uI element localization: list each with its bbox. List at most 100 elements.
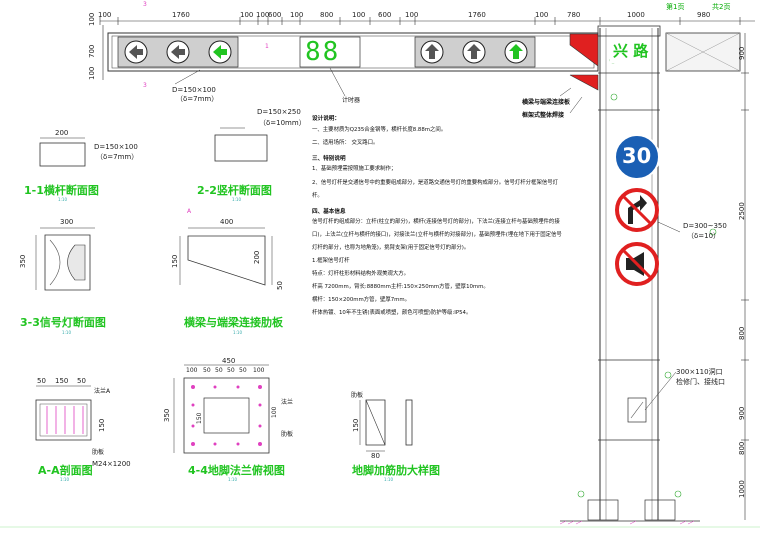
sec44-dim-3: 50 [227, 367, 235, 374]
right-dim-4: 800 [738, 441, 746, 455]
top-dim-12: 780 [567, 11, 581, 19]
road-name-sign: 兴 路 [610, 38, 652, 63]
notes-line-9: 灯杆的部分，也称为地角笼)，挑臂支架(用于固定信号灯的部分)。 [312, 245, 470, 251]
secAA-bolt: M24×1200 [92, 460, 131, 468]
notes-line-2: 三、特别说明 [312, 156, 346, 162]
rib-marker: A [187, 208, 192, 215]
sec44-dim-2: 50 [215, 367, 223, 374]
sec33-height: 350 [19, 254, 27, 268]
right-dim-0: 900 [738, 46, 746, 60]
notes-line-12: 杆高 7200mm，臂长:8880mm主杆:150×250mm方管，壁厚10mm… [312, 284, 489, 290]
right-dim-1: 2500 [738, 202, 746, 220]
sheet-total: 共2页 [712, 3, 731, 11]
top-dim-8: 600 [378, 11, 392, 19]
pole-dim-thick: （δ=10） [687, 232, 721, 240]
sec44-dim-0: 100 [186, 367, 198, 374]
sec22-thick: （δ=10mm） [259, 119, 306, 127]
sec33-scale: 1:10 [62, 330, 71, 335]
left-dim-0: 100 [88, 12, 96, 26]
sec44-dim-4: 50 [239, 367, 247, 374]
sec11-title: 1-1横杆断面图 [24, 184, 99, 197]
section-marker-3-top: 3 [143, 1, 147, 8]
top-dim-4: 600 [268, 11, 282, 19]
sec33-width: 300 [60, 218, 74, 226]
rib-scale: 1:10 [233, 330, 242, 335]
notes-line-0: 一、主要材质为Q235合金钢等，横杆长度8.88m之间。 [312, 127, 447, 133]
sec44-height-3: 100 [271, 406, 278, 418]
right-signal-lamps [420, 40, 528, 64]
pole-dim: D=300~350 [683, 222, 727, 230]
rib-height-3: 50 [276, 281, 284, 290]
secAA-flange: 法兰A [94, 388, 111, 395]
anchor-height: 150 [352, 418, 360, 432]
handhole-desc: 检修门、接线口 [676, 378, 725, 386]
handhole-dim: 300×110洞口 [676, 368, 723, 376]
sec11-scale: 1:10 [58, 197, 67, 202]
top-dim-3: 100 [256, 11, 270, 19]
top-dim-14: 980 [697, 11, 711, 19]
top-dim-0: 100 [98, 11, 112, 19]
anchor-label: 肋板 [351, 392, 364, 399]
arm-pipe-dim: D=150×100 [172, 86, 216, 94]
section-marker-3-bottom: 3 [143, 82, 147, 89]
notes-line-3: 1、基础预埋需按照施工要求制作； [312, 166, 397, 172]
rib-height-1: 150 [171, 254, 179, 268]
rib-width: 400 [220, 218, 234, 226]
sec44-width: 450 [222, 357, 236, 365]
notes-line-13: 横杆：150×200mm方管，壁厚7mm。 [312, 297, 411, 303]
sec11-thick: （δ=7mm） [96, 153, 139, 161]
notes-line-11: 特点：灯杆柱形材料结构外观美观大方。 [312, 271, 410, 277]
sec11-dim: D=150×100 [94, 143, 138, 151]
secAA-dim-1: 150 [55, 377, 69, 385]
sec44-height-2: 150 [196, 412, 203, 424]
secAA-dim-0: 50 [37, 377, 46, 385]
sec22-scale: 1:10 [232, 197, 241, 202]
sec11-width: 200 [55, 129, 69, 137]
anchor-scale: 1:10 [384, 477, 393, 482]
secAA-dim-2: 50 [77, 377, 86, 385]
left-signal-lamps [124, 40, 232, 64]
sec44-rib-label: 肋板 [281, 431, 294, 438]
top-dim-5: 100 [290, 11, 304, 19]
top-dim-10: 1760 [468, 11, 486, 19]
sec44-title: 4-4地脚法兰俯视图 [188, 464, 285, 477]
top-dim-2: 100 [240, 11, 254, 19]
section-marker-1: 1 [265, 43, 269, 50]
secAA-title: A-A剖面图 [38, 464, 93, 477]
right-dim-3: 900 [738, 406, 746, 420]
sec44-flange: 法兰 [281, 399, 294, 406]
timer-label: 计时器 [342, 97, 361, 104]
timer-digits: 88 [305, 37, 341, 67]
anchor-title: 地脚加筋肋大样图 [352, 464, 440, 477]
arm-note-1: 框架式整体焊接 [522, 112, 565, 119]
secAA-rib-label: 肋板 [92, 449, 105, 456]
notes-line-1: 二、适用场所： 交叉路口。 [312, 140, 379, 146]
rib-title: 横梁与端梁连接肋板 [184, 316, 283, 329]
top-dim-1: 1760 [172, 11, 190, 19]
notes-line-5: 杆。 [312, 193, 323, 199]
right-dim-2: 800 [738, 326, 746, 340]
notes-line-7: 信号灯杆的组成部分：立杆(柱立的部分)，横杆(连接信号灯的部分)，下法兰(连接立… [312, 219, 560, 225]
sheet-number: 第1页 [666, 3, 685, 11]
top-dim-11: 100 [535, 11, 549, 19]
left-dim-1: 700 [88, 44, 96, 58]
speed-limit-number: 30 [622, 144, 652, 168]
top-dim-7: 100 [352, 11, 366, 19]
sec44-scale: 1:10 [228, 477, 237, 482]
top-dim-6: 800 [320, 11, 334, 19]
secAA-height: 150 [98, 418, 106, 432]
arm-pipe-thick: （δ=7mm） [176, 95, 219, 103]
rib-height-2: 200 [253, 250, 261, 264]
arm-note-0: 横梁与端梁连接板 [522, 99, 571, 106]
notes-line-8: 口)，上法兰(立杆与横杆的接口)，对接法兰(立杆与横杆的对接部分)，基础预埋件(… [312, 232, 562, 238]
sec22-dim: D=150×250 [257, 108, 301, 116]
notes-heading: 设计说明： [312, 116, 340, 122]
sec44-height-1: 350 [163, 408, 171, 422]
notes-line-4: 2、信号灯杆是交通信号中的重要组成部分，是道路交通信号灯的重要构成部分。信号灯杆… [312, 180, 559, 186]
sec22-title: 2-2竖杆断面图 [197, 184, 272, 197]
sec33-title: 3-3信号灯断面图 [20, 316, 106, 329]
sec44-dim-5: 100 [253, 367, 265, 374]
top-dim-13: 1000 [627, 11, 645, 19]
